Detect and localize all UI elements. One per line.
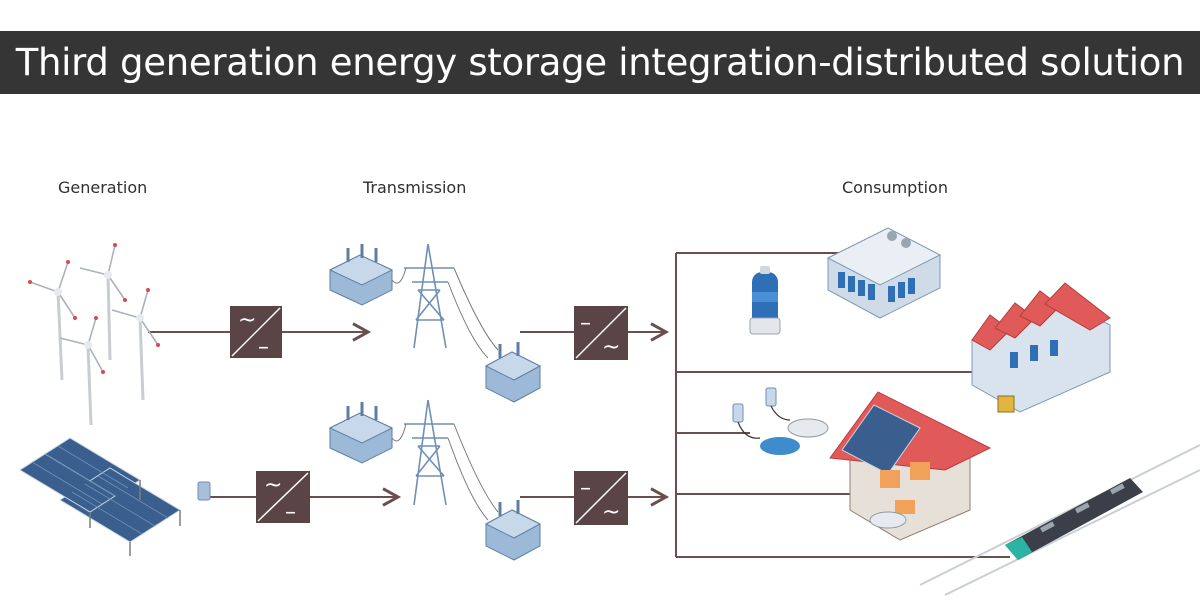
electric-train-icon: [919, 444, 1200, 596]
page-title: Third generation energy storage integrat…: [15, 41, 1185, 84]
ac-symbol: ~: [602, 335, 620, 360]
consumption-heading: Consumption: [842, 178, 948, 197]
solar-panels: [19, 437, 211, 556]
dc-symbol: –: [580, 311, 591, 336]
rectifier-top: – ~: [574, 306, 628, 360]
dc-symbol: –: [258, 335, 269, 360]
ac-symbol: ~: [264, 473, 282, 498]
factory-icon: [971, 282, 1111, 413]
pylon-bottom: [404, 399, 454, 506]
title-banner: Third generation energy storage integrat…: [0, 31, 1200, 94]
power-lines-top: [391, 267, 499, 359]
power-lines-bottom: [391, 423, 499, 521]
substation-bottom-left: [328, 402, 394, 464]
inverter-bottom: ~ –: [256, 471, 310, 525]
substation-top-left: [328, 244, 394, 306]
transmission-heading: Transmission: [363, 178, 467, 197]
dc-symbol: –: [580, 476, 591, 501]
substation-top-right: [484, 342, 542, 403]
smart-home-icon: [829, 391, 992, 541]
battery-storage-icon: [749, 266, 781, 335]
ev-charging-icon: [732, 387, 829, 455]
rectifier-bottom: – ~: [574, 471, 628, 525]
data-center-icon: [826, 227, 942, 319]
ac-symbol: ~: [602, 500, 620, 525]
dc-symbol: –: [285, 500, 296, 525]
forklift-icon: [997, 395, 1015, 413]
inverter-top: ~ –: [230, 306, 282, 360]
substation-bottom-right: [484, 500, 542, 561]
connector-lines: [148, 252, 1010, 558]
ac-symbol: ~: [238, 308, 256, 333]
wind-turbines: [28, 243, 160, 426]
generation-heading: Generation: [58, 178, 148, 197]
pylon-top: [404, 243, 454, 349]
